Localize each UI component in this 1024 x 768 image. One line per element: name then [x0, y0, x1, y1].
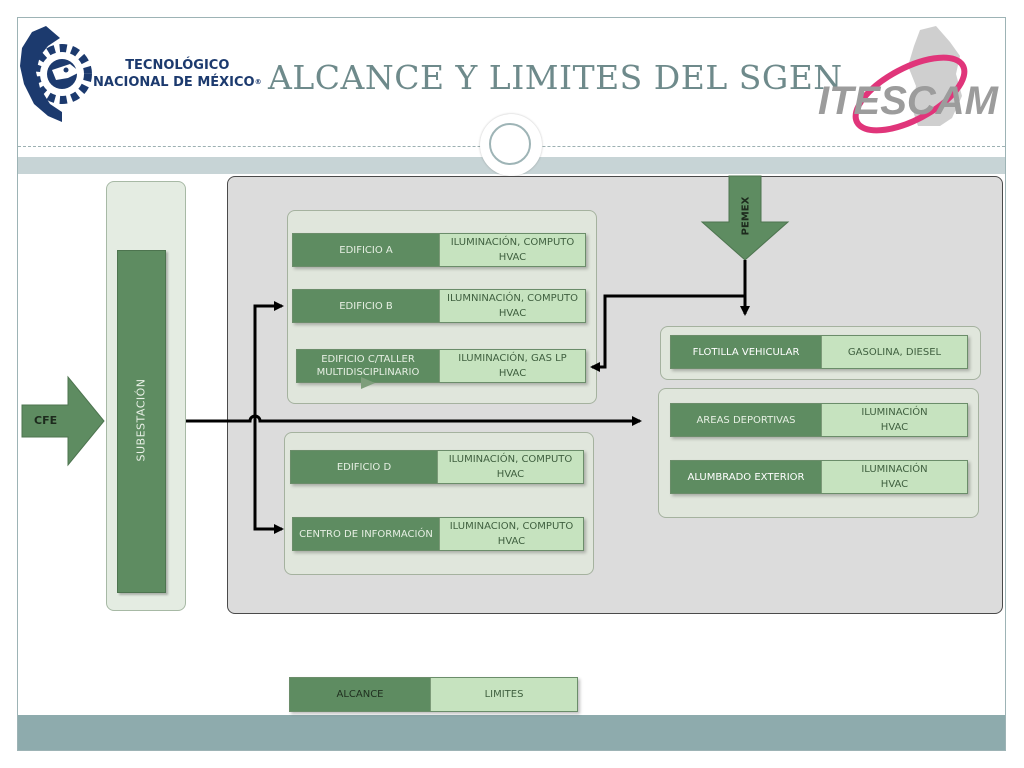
tnm-logo-text: TECNOLÓGICO NACIONAL DE MÉXICO® [93, 57, 262, 91]
header-circle-ring [489, 123, 531, 165]
limites-cell: ILUMINACIÓN, GAS LP HVAC [439, 350, 585, 382]
alcance-cell: EDIFICIO C/TALLER MULTIDISCIPLINARIO [297, 350, 439, 382]
limites-cell: GASOLINA, DIESEL [821, 336, 967, 368]
registered-mark: ® [254, 78, 262, 86]
row-edificio-b: EDIFICIO B ILUMNINACIÓN, COMPUTO HVAC [292, 289, 586, 323]
footer-band [18, 715, 1005, 750]
row-edificio-a: EDIFICIO A ILUMINACIÓN, COMPUTO HVAC [292, 233, 586, 267]
row-edificio-d: EDIFICIO D ILUMINACIÓN, COMPUTO HVAC [290, 450, 584, 484]
legend: ALCANCE LIMITES [289, 677, 578, 712]
slide-title: ALCANCE Y LIMITES DEL SGEN [268, 58, 843, 97]
legend-limites: LIMITES [430, 678, 577, 711]
substation-label: SUBESTACIÓN [134, 378, 148, 462]
row-flotilla-vehicular: FLOTILLA VEHICULAR GASOLINA, DIESEL [670, 335, 968, 369]
limites-cell: ILUMINACIÓN, COMPUTO HVAC [437, 451, 583, 483]
alcance-cell: EDIFICIO A [293, 234, 439, 266]
pemex-label: PEMEX [740, 196, 752, 236]
alcance-cell: CENTRO DE INFORMACIÓN [293, 518, 439, 550]
row-edificio-c: EDIFICIO C/TALLER MULTIDISCIPLINARIO ILU… [296, 349, 586, 383]
tnm-logo-line1: TECNOLÓGICO [125, 58, 230, 73]
alcance-cell: ALUMBRADO EXTERIOR [671, 461, 821, 493]
row-centro-informacion: CENTRO DE INFORMACIÓN ILUMINACION, COMPU… [292, 517, 584, 551]
substation-block [117, 250, 166, 593]
limites-cell: ILUMNINACIÓN, COMPUTO HVAC [439, 290, 585, 322]
row-alumbrado-exterior: ALUMBRADO EXTERIOR ILUMINACIÓN HVAC [670, 460, 968, 494]
alcance-cell: FLOTILLA VEHICULAR [671, 336, 821, 368]
alcance-cell: EDIFICIO B [293, 290, 439, 322]
row-areas-deportivas: AREAS DEPORTIVAS ILUMINACIÓN HVAC [670, 403, 968, 437]
limites-cell: ILUMINACIÓN, COMPUTO HVAC [439, 234, 585, 266]
alcance-cell: AREAS DEPORTIVAS [671, 404, 821, 436]
alcance-cell: EDIFICIO D [291, 451, 437, 483]
legend-alcance: ALCANCE [290, 678, 430, 711]
limites-cell: ILUMINACIÓN HVAC [821, 404, 967, 436]
tnm-logo-line2: NACIONAL DE MÉXICO [93, 75, 255, 90]
limites-cell: ILUMINACION, COMPUTO HVAC [439, 518, 583, 550]
cfe-label: CFE [34, 414, 58, 427]
limites-cell: ILUMINACIÓN HVAC [821, 461, 967, 493]
